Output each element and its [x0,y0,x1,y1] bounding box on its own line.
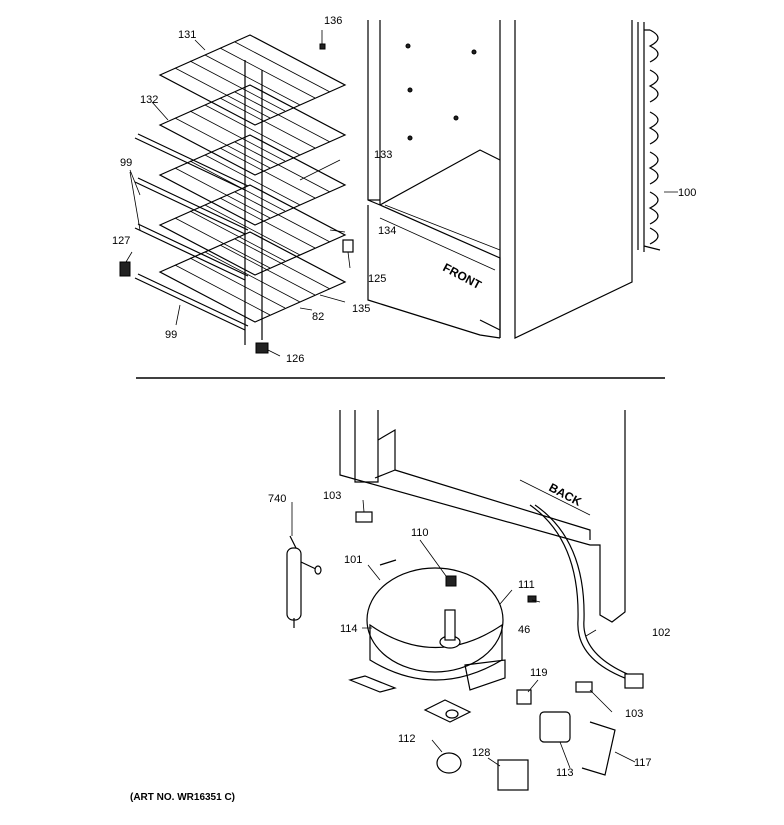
part-117: 117 [634,757,652,769]
part-101: 101 [344,554,362,566]
part-133: 133 [374,149,392,161]
part-135: 135 [352,303,370,315]
part-82: 82 [312,311,324,323]
part-110: 110 [411,527,429,539]
part-103-lower: 103 [625,708,643,720]
part-46: 46 [518,624,530,636]
back-label: BACK [547,480,584,509]
wire-shelves [158,34,347,345]
drier [286,535,322,628]
part-111: 111 [518,579,535,591]
part-136: 136 [324,15,342,27]
part-112: 112 [398,733,416,745]
part-740: 740 [268,493,286,505]
part-114: 114 [340,623,358,635]
art-number: (ART NO. WR16351 C) [130,792,235,803]
part-102: 102 [652,627,670,639]
part-119: 119 [530,667,548,679]
power-cord [529,504,644,689]
shelf-rails [134,133,249,331]
callouts-upper: 131 136 132 99 133 127 134 125 135 82 99… [112,15,696,365]
part-126: 126 [286,353,304,365]
part-103-upper: 103 [323,490,341,502]
part-127: 127 [112,235,130,247]
part-134: 134 [378,225,396,237]
cabinet-interior [367,20,633,339]
small-parts-lower [355,511,616,791]
condenser-coil [637,22,661,252]
part-100: 100 [678,187,696,199]
part-128: 128 [472,747,490,759]
part-132: 132 [140,94,158,106]
part-113: 113 [556,767,574,779]
part-125: 125 [368,273,386,285]
part-131: 131 [178,29,196,41]
part-99-lower: 99 [165,329,177,341]
compressor [348,559,506,723]
cabinet-base [339,410,626,623]
part-99-upper: 99 [120,157,132,169]
front-label: FRONT [441,260,485,292]
